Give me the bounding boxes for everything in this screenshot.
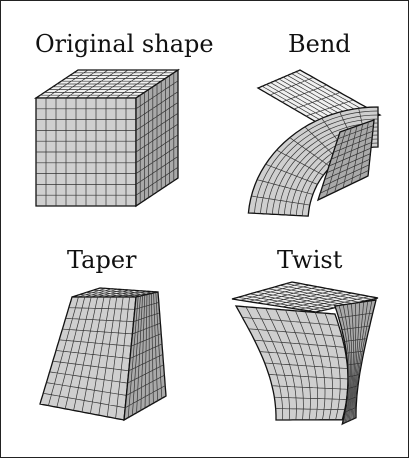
- taper-side-face-grid: [125, 292, 166, 418]
- taper-front-face-grid: [43, 296, 135, 419]
- twist-side-face-grid: [338, 300, 373, 424]
- tapered-shape: [39, 287, 167, 422]
- taper-top-face-grid: [78, 288, 153, 298]
- cube-front-face-grid: [36, 98, 136, 206]
- taper-front-face: [39, 296, 137, 421]
- twist-front-face-grid: [242, 306, 349, 421]
- cube-top-face-grid: [40, 69, 174, 99]
- bend-top-face-grid: [262, 71, 376, 129]
- bent-shape: [247, 69, 382, 217]
- twist-front-face: [234, 305, 349, 421]
- twist-label: Twist: [277, 246, 343, 274]
- original-cube: [33, 68, 181, 208]
- bend-label: Bend: [288, 30, 351, 58]
- twisted-shape: [231, 281, 379, 426]
- bend-inner-face-grid: [320, 121, 374, 197]
- taper-label: Taper: [67, 246, 137, 274]
- original-shape-label: Original shape: [35, 30, 214, 58]
- twist-top-face-grid: [237, 283, 372, 312]
- cube-side-face-grid: [135, 72, 179, 204]
